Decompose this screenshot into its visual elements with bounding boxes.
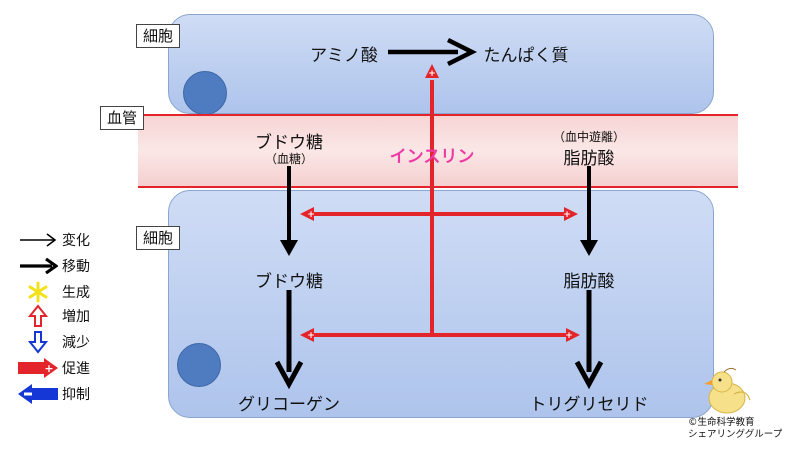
arrow-fatty-acid-to-triglyceride bbox=[574, 290, 604, 390]
label-protein: たんぱく質 bbox=[483, 46, 569, 66]
arrow-fatty-acid-transport bbox=[580, 166, 598, 256]
credit: ©生命科学教育 シェアリンググループ bbox=[688, 417, 782, 441]
svg-text:+: + bbox=[44, 362, 53, 375]
legend-item-inhibit: 抑制 bbox=[16, 382, 90, 406]
label-glycogen: グリコーゲン bbox=[238, 395, 340, 415]
arrow-glucose-transport bbox=[280, 166, 298, 256]
arrow-amino-to-protein bbox=[388, 37, 478, 67]
insulin-promotion-lines: + + + + + bbox=[300, 64, 580, 342]
star-icon bbox=[16, 280, 60, 304]
svg-text:+: + bbox=[565, 331, 573, 341]
tag-cell-top: 細胞 bbox=[136, 24, 181, 48]
svg-text:+: + bbox=[563, 210, 571, 220]
label-fatty-acid-note: （血中遊離） bbox=[552, 130, 626, 144]
thick-arrow-icon bbox=[16, 254, 60, 278]
chick-mascot-icon bbox=[704, 367, 751, 414]
legend-item-increase: 増加 bbox=[16, 304, 90, 328]
cell-bottom bbox=[168, 190, 714, 418]
label-glucose-cell: ブドウ糖 bbox=[255, 272, 323, 292]
label-glucose-blood: ブドウ糖 bbox=[255, 133, 323, 153]
arrow-glucose-to-glycogen bbox=[274, 290, 304, 390]
legend-item-promote: + 促進 bbox=[16, 356, 90, 380]
decrease-arrow-icon bbox=[16, 330, 60, 354]
credit-line1: ©生命科学教育 bbox=[688, 417, 755, 428]
inhibit-arrow-icon bbox=[16, 382, 60, 406]
svg-text:+: + bbox=[428, 69, 436, 79]
label-insulin: インスリン bbox=[389, 147, 475, 167]
credit-line2: シェアリンググループ bbox=[688, 429, 783, 440]
increase-arrow-icon bbox=[16, 304, 60, 328]
svg-text:+: + bbox=[307, 210, 315, 220]
legend-item-change: 変化 bbox=[16, 228, 90, 252]
tag-vessel: 血管 bbox=[100, 106, 145, 130]
cell-top bbox=[168, 14, 714, 115]
legend-item-move: 移動 bbox=[16, 254, 90, 278]
label-amino-acid: アミノ酸 bbox=[310, 46, 378, 66]
label-glucose-note: （血糖） bbox=[264, 152, 314, 166]
svg-text:+: + bbox=[307, 331, 315, 341]
legend-item-generate: 生成 bbox=[16, 280, 90, 304]
tag-cell-bottom: 細胞 bbox=[136, 226, 181, 250]
legend-item-decrease: 減少 bbox=[16, 330, 90, 354]
label-fatty-acid-cell: 脂肪酸 bbox=[563, 272, 615, 292]
promote-arrow-icon: + bbox=[16, 356, 60, 380]
thin-arrow-icon bbox=[16, 228, 60, 252]
blood-vessel bbox=[138, 114, 738, 188]
nucleus-bottom bbox=[177, 343, 221, 387]
nucleus-top bbox=[183, 71, 227, 115]
label-fatty-acid-blood: 脂肪酸 bbox=[563, 149, 615, 169]
label-triglyceride: トリグリセリド bbox=[529, 395, 649, 415]
